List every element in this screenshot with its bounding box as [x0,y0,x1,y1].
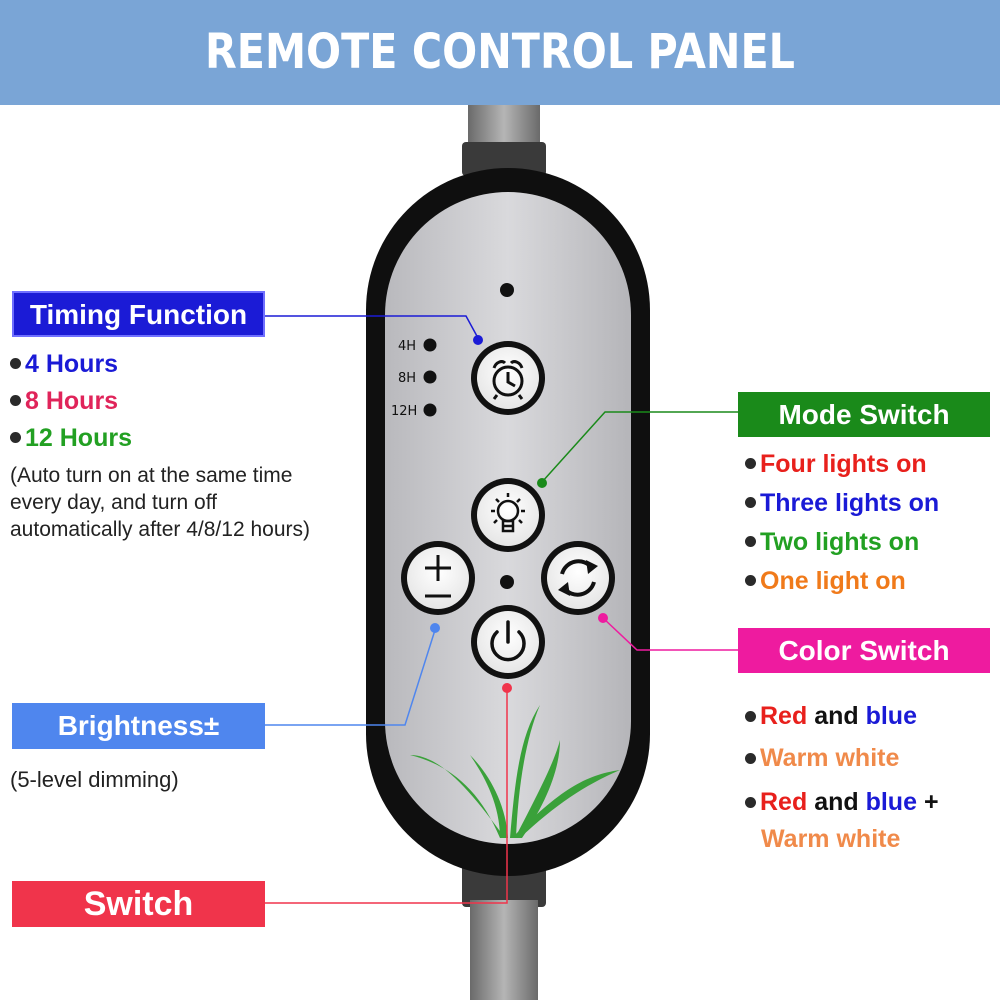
brightness-callout-dot [430,623,440,633]
bullet-icon [10,432,21,443]
list-item: Four lights on [745,444,939,483]
list-item: Warm white [745,736,939,780]
list-item: Warm white [745,824,939,854]
mode-option-two: Two lights on [760,527,920,556]
mode-callout-line [541,411,740,483]
brightness-label: Brightness± [12,703,265,749]
timer-4h-dot [423,338,437,352]
power-icon [490,620,526,662]
timer-mark-8h: 8H [398,371,416,386]
bullet-icon [10,395,21,406]
color-switch-label: Color Switch [738,628,990,673]
timing-note: (Auto turn on at the same time every day… [10,464,310,541]
bullet-icon [745,536,756,547]
header-banner: REMOTE CONTROL PANEL DESCRIPTION [0,0,1000,185]
color-option-warm2: Warm white [761,824,901,853]
color-callout-line [602,617,740,651]
timer-12h-dot [423,403,437,417]
bullet-icon [10,358,21,369]
switch-callout-line [265,688,508,904]
power-indicator-dot [500,283,514,297]
center-indicator-dot [500,575,514,589]
switch-label: Switch [12,881,265,927]
list-item: 4 Hours [10,345,132,382]
color-callout-dot [598,613,608,623]
color-option-plus: + [923,787,939,816]
cycle-arrowheads-icon [558,560,598,596]
mode-callout-dot [537,478,547,488]
bullet-icon [745,575,756,586]
brightness-note: (5-level dimming) [10,767,179,792]
bullet-icon [745,752,756,764]
top-cable-collar [462,142,546,176]
list-item: Two lights on [745,522,939,561]
mode-option-four: Four lights on [760,449,927,478]
switch-callout-dot [502,683,512,693]
light-bulb-icon [491,493,525,533]
plus-minus-icon [425,555,451,598]
mode-switch-label: Mode Switch [738,392,990,437]
timer-mark-12h: 12H [391,404,417,419]
list-item: Red and blue + [745,780,939,824]
list-item: 8 Hours [10,382,132,419]
color-options-list: Red and blue Warm white Red and blue + W… [745,696,939,854]
mode-option-one: One light on [760,566,906,595]
bullet-icon [745,458,756,469]
brightness-callout-line [265,629,436,726]
bullet-icon [745,497,756,508]
timing-callout-dot [473,335,483,345]
color-option-red2: Red [760,787,808,816]
color-option-blue2: blue [865,787,917,816]
color-button[interactable] [541,541,615,615]
list-item: One light on [745,561,939,600]
list-item: 12 Hours [10,419,132,456]
color-option-and: and [814,701,859,730]
bullet-icon [745,796,756,808]
mode-button[interactable] [471,478,545,552]
color-option-warm: Warm white [760,743,900,772]
timing-option-4h: 4 Hours [25,349,119,378]
mode-options-list: Four lights on Three lights on Two light… [745,444,939,600]
timer-8h-dot [423,370,437,384]
timing-callout-line [265,315,479,339]
bottom-cable [470,900,538,1000]
color-option-red: Red [760,701,808,730]
plant-decoration [410,705,620,838]
color-option-blue: blue [865,701,917,730]
timing-function-label: Timing Function [12,291,265,337]
timing-option-12h: 12 Hours [25,423,132,452]
mode-option-three: Three lights on [760,488,940,517]
timing-option-8h: 8 Hours [25,386,119,415]
color-option-and2: and [814,787,859,816]
timer-mark-4h: 4H [398,339,416,354]
page-title: REMOTE CONTROL PANEL DESCRIPTION [204,24,795,185]
timing-options-list: 4 Hours 8 Hours 12 Hours [10,345,132,456]
bullet-icon [745,710,756,722]
list-item: Red and blue [745,696,939,736]
list-item: Three lights on [745,483,939,522]
alarm-clock-icon [492,360,524,400]
